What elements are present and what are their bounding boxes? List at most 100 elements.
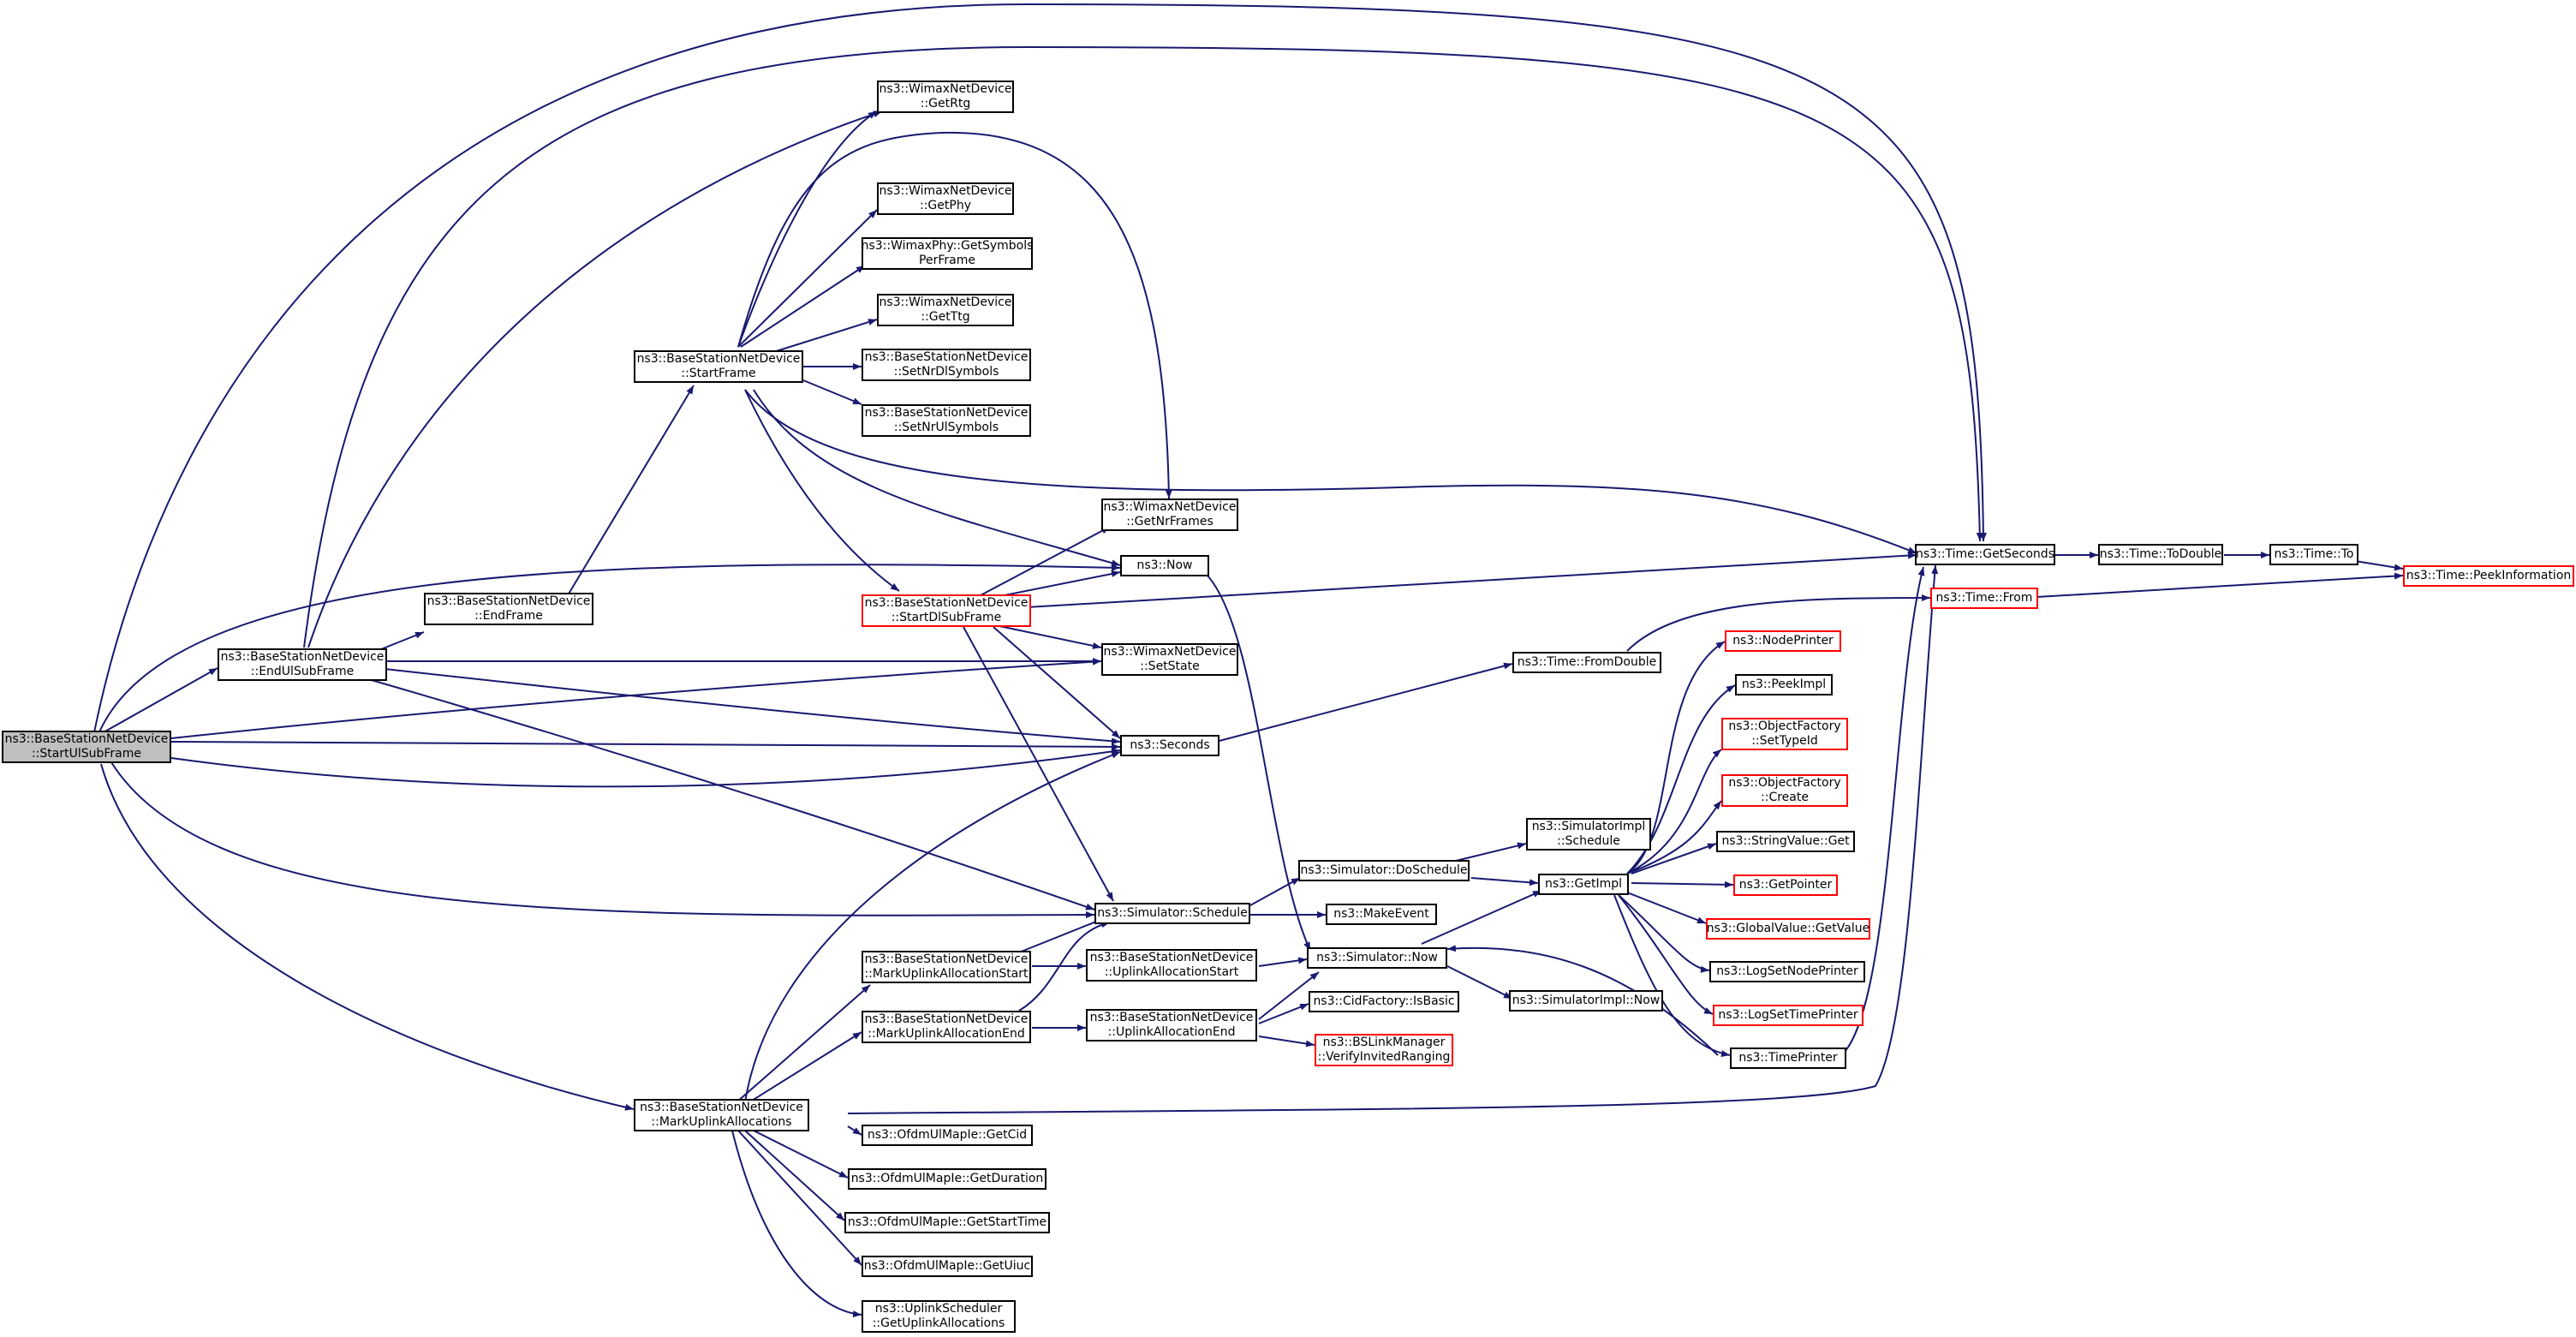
node-mark-uplink-allocation-start[interactable]: ns3::BaseStationNetDevice::MarkUplinkAll… [862, 951, 1031, 983]
edge-startframe-startdl [744, 389, 900, 592]
edge-mua-muaend [744, 1031, 862, 1106]
edge-startul-now [98, 564, 1121, 735]
edge-getimpl-create [1626, 800, 1722, 874]
node-time-printer[interactable]: ns3::TimePrinter [1730, 1048, 1846, 1069]
node-get-impl[interactable]: ns3::GetImpl [1538, 874, 1629, 895]
edge-doschedule-implschedule [1455, 842, 1527, 862]
edge-muaend-schedule [1018, 921, 1111, 1012]
node-simulator-impl-now[interactable]: ns3::SimulatorImpl::Now [1509, 990, 1663, 1012]
edge-getimpl-logsettimeprinter [1618, 894, 1714, 1015]
node-string-value-get[interactable]: ns3::StringValue::Get [1716, 831, 1855, 852]
edge-mua-getcid [847, 1125, 862, 1136]
edge-startdl-schedule [963, 626, 1114, 902]
node-time-from-double[interactable]: ns3::Time::FromDouble [1512, 652, 1661, 673]
node-time-to-double[interactable]: ns3::Time::ToDouble [2098, 544, 2223, 565]
edge-getimpl-settypeid [1626, 749, 1722, 874]
edge-startul-endul [95, 667, 218, 737]
edge-endul-endframe [376, 631, 425, 652]
node-get-phy[interactable]: ns3::WimaxNetDevice::GetPhy [877, 182, 1014, 215]
edge-mua-getseconds [847, 564, 1939, 1114]
node-peek-impl[interactable]: ns3::PeekImpl [1735, 674, 1833, 695]
edge-schedule-doschedule [1249, 877, 1301, 906]
node-get-start-time[interactable]: ns3::OfdmUlMapIe::GetStartTime [844, 1212, 1050, 1233]
edge-fromdouble-from [1626, 594, 1931, 652]
node-end-ul-sub-frame[interactable]: ns3::BaseStationNetDevice::EndUlSubFrame [218, 648, 387, 681]
node-get-duration[interactable]: ns3::OfdmUlMapIe::GetDuration [848, 1168, 1046, 1190]
edge-uaend-isbasic [1258, 1003, 1309, 1024]
edge-startframe-setnrul [802, 379, 862, 405]
node-time-get-seconds[interactable]: ns3::Time::GetSeconds [1915, 544, 2055, 565]
node-object-factory-create[interactable]: ns3::ObjectFactory::Create [1721, 774, 1848, 807]
node-get-nr-frames[interactable]: ns3::WimaxNetDevice::GetNrFrames [1101, 498, 1238, 531]
node-now[interactable]: ns3::Now [1120, 555, 1209, 576]
node-do-schedule[interactable]: ns3::Simulator::DoSchedule [1298, 860, 1470, 881]
node-cid-factory-is-basic[interactable]: ns3::CidFactory::IsBasic [1309, 991, 1459, 1012]
node-uplink-allocation-start[interactable]: ns3::BaseStationNetDevice::UplinkAllocat… [1086, 949, 1257, 982]
edge-startframe-getttg [770, 319, 878, 354]
node-set-state[interactable]: ns3::WimaxNetDevice::SetState [1101, 643, 1238, 676]
node-time-to[interactable]: ns3::Time::To [2269, 544, 2358, 565]
edge-now-simnow [1207, 575, 1311, 952]
node-time-peek-information[interactable]: ns3::Time::PeekInformation [2403, 565, 2574, 587]
node-simulator-impl-schedule[interactable]: ns3::SimulatorImpl::Schedule [1526, 818, 1651, 851]
edge-getimpl-globalvalue [1622, 890, 1707, 924]
node-get-ttg[interactable]: ns3::WimaxNetDevice::GetTtg [877, 294, 1014, 326]
edge-startul-markuplinkallocations [100, 763, 635, 1111]
edge-mua-getuplinkallocations [731, 1130, 862, 1318]
edge-startframe-getrtg [737, 110, 878, 348]
node-get-pointer[interactable]: ns3::GetPointer [1733, 874, 1838, 896]
node-seconds[interactable]: ns3::Seconds [1120, 735, 1219, 756]
edge-startul-getseconds [93, 3, 1987, 733]
edge-startul-setstate [170, 658, 1102, 739]
node-make-event[interactable]: ns3::MakeEvent [1326, 904, 1437, 925]
edge-muastart-schedule [1018, 917, 1106, 953]
edge-getimpl-peekimpl [1626, 684, 1736, 874]
edge-startframe-getsymbols [740, 265, 866, 348]
edge-endul-schedule [359, 676, 1095, 910]
edge-getimpl-stringvalue [1631, 843, 1717, 874]
node-mark-uplink-allocations[interactable]: ns3::BaseStationNetDevice::MarkUplinkAll… [634, 1099, 809, 1131]
edge-startul-seconds [170, 741, 1121, 750]
edge-getimpl-logsetnodeprinter [1618, 894, 1710, 973]
node-time-from[interactable]: ns3::Time::From [1930, 588, 2038, 609]
node-log-set-node-printer[interactable]: ns3::LogSetNodePrinter [1709, 961, 1865, 982]
edge-endul-getrtg [307, 110, 883, 648]
node-get-uiuc[interactable]: ns3::OfdmUlMapIe::GetUiuc [862, 1256, 1033, 1277]
node-start-dl-sub-frame[interactable]: ns3::BaseStationNetDevice::StartDlSubFra… [862, 594, 1031, 627]
node-start-frame[interactable]: ns3::BaseStationNetDevice::StartFrame [634, 350, 803, 383]
edge-startframe-getnrframes [737, 131, 1172, 499]
node-log-set-time-printer[interactable]: ns3::LogSetTimePrinter [1713, 1005, 1863, 1026]
edge-endul-getseconds [303, 45, 1983, 648]
node-end-frame[interactable]: ns3::BaseStationNetDevice::EndFrame [424, 593, 593, 625]
node-simulator-schedule[interactable]: ns3::Simulator::Schedule [1094, 903, 1250, 924]
edge-to-peekinformation [2354, 560, 2404, 571]
node-bs-link-manager-verify[interactable]: ns3::BSLinkManager::VerifyInvitedRanging [1315, 1034, 1453, 1066]
node-mark-uplink-allocation-end[interactable]: ns3::BaseStationNetDevice::MarkUplinkAll… [862, 1011, 1031, 1043]
edge-from-peekinformation [2036, 572, 2404, 598]
node-set-nr-ul-symbols[interactable]: ns3::BaseStationNetDevice::SetNrUlSymbol… [862, 404, 1031, 437]
edge-mua-getduration [753, 1130, 849, 1179]
edge-startframe-getphy [737, 209, 878, 348]
node-simulator-now[interactable]: ns3::Simulator::Now [1307, 947, 1447, 969]
edge-mua-muastart [736, 984, 871, 1103]
node-get-cid[interactable]: ns3::OfdmUlMapIe::GetCid [862, 1125, 1033, 1146]
node-global-value-get-value[interactable]: ns3::GlobalValue::GetValue [1706, 918, 1870, 940]
node-start-ul-sub-frame: ns3::BaseStationNetDevice::StartUlSubFra… [2, 731, 171, 763]
edge-uaend-simnow [1258, 971, 1320, 1020]
node-set-nr-dl-symbols[interactable]: ns3::BaseStationNetDevice::SetNrDlSymbol… [862, 349, 1031, 381]
node-get-rtg[interactable]: ns3::WimaxNetDevice::GetRtg [877, 81, 1014, 113]
node-get-uplink-allocations[interactable]: ns3::UplinkScheduler::GetUplinkAllocatio… [862, 1300, 1016, 1333]
edge-startul-seconds2 [170, 748, 1121, 788]
edge-uastart-simnow [1258, 957, 1308, 967]
edge-startframe-now [753, 389, 1121, 567]
edge-startdl-seconds [993, 626, 1121, 739]
edge-uaend-verify [1258, 1036, 1315, 1048]
edge-seconds-fromdouble [1215, 662, 1513, 743]
edge-endframe-startframe [564, 385, 695, 600]
edge-simnow-implnow [1446, 965, 1513, 1000]
node-object-factory-set-type-id[interactable]: ns3::ObjectFactory::SetTypeId [1721, 718, 1848, 750]
edge-mua-getuiuc [737, 1130, 862, 1266]
node-node-printer[interactable]: ns3::NodePrinter [1725, 630, 1841, 652]
node-uplink-allocation-end[interactable]: ns3::BaseStationNetDevice::UplinkAllocat… [1086, 1009, 1257, 1042]
